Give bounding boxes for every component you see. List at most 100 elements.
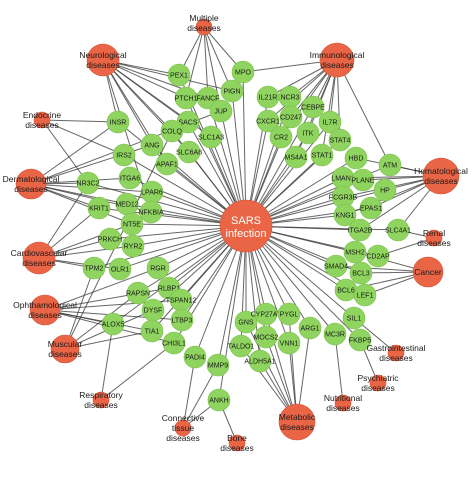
disease-node-circle [174, 419, 192, 437]
disease-label: diseases [48, 349, 82, 359]
disease-label: diseases [424, 176, 458, 186]
gene-node-colq: COLQ [160, 119, 184, 143]
gene-label: NCR3 [280, 95, 299, 102]
edge-mc3r-nutri [334, 333, 344, 404]
gene-label: FKBP5 [349, 338, 371, 345]
gene-label: RGR [150, 266, 166, 273]
gene-label: MPO [235, 70, 252, 77]
gene-label: CR2 [274, 135, 288, 142]
gene-label: JUP [214, 109, 228, 116]
gene-node-circle [323, 322, 347, 346]
disease-node-circle [33, 111, 51, 129]
gene-node-irs2: IRS2 [112, 143, 136, 167]
gene-label: LTBP3 [172, 318, 193, 325]
gene-node-prkch: PRKCH [98, 227, 122, 251]
gene-node-circle [162, 331, 186, 355]
gene-label: ITGA6 [120, 176, 140, 183]
gene-node-jup: JUP [209, 99, 233, 123]
gene-label: FANCF [197, 96, 220, 103]
gene-label: PIGN [223, 89, 240, 96]
disease-label: tissue [172, 423, 194, 433]
gene-node-sil1: SIL1 [342, 306, 366, 330]
gene-label: NR3C2 [77, 181, 100, 188]
gene-label: ALDH5A1 [244, 359, 275, 366]
gene-node-alox5: ALOX5 [101, 312, 124, 336]
gene-label: MSH2 [345, 250, 365, 257]
disease-node-circle [425, 229, 443, 247]
gene-node-circle [378, 153, 402, 177]
gene-label: STAT1 [312, 153, 333, 160]
gene-label: INSR [110, 120, 127, 127]
gene-node-cebpe: CEBPE [301, 95, 325, 119]
gene-label: GNS [238, 320, 254, 327]
disease-label: diseases [326, 403, 360, 413]
gene-node-circle [328, 128, 352, 152]
gene-node-circle [351, 168, 375, 192]
disease-node-circle [22, 241, 56, 275]
gene-node-mc3r: MC3R [323, 322, 347, 346]
gene-label: ITK [303, 131, 314, 138]
gene-label: COLQ [162, 129, 182, 136]
edge-tpm2-muscular [64, 267, 95, 350]
gene-node-circle [140, 133, 164, 157]
gene-node-itga6: ITGA6 [118, 166, 142, 190]
gene-node-circle [155, 152, 179, 176]
gene-label: DYSF [144, 308, 163, 315]
gene-label: CEBPE [301, 105, 325, 112]
gene-label: BCL6 [337, 288, 355, 295]
gene-node-circle [301, 95, 325, 119]
gene-node-circle [140, 319, 164, 343]
gene-node-dysf: DYSF [141, 298, 165, 322]
disease-node-circle [278, 403, 316, 441]
gene-node-il21r: IL21R [256, 85, 280, 109]
gene-node-circle [118, 166, 142, 190]
gene-node-cr2: CR2 [269, 125, 293, 149]
disease-node-circle [50, 334, 80, 364]
gene-label: IRS2 [116, 153, 132, 160]
gene-node-circle [324, 254, 348, 278]
gene-node-circle [146, 256, 170, 280]
disease-label: Metabolic [279, 412, 316, 422]
gene-node-circle [298, 316, 322, 340]
gene-node-circle [76, 171, 100, 195]
disease-label: Ophthamological [13, 300, 77, 310]
gene-node-kng1: KNG1 [333, 203, 357, 227]
gene-label: ANG [144, 143, 159, 150]
gene-node-chi3l1: CHI3L1 [162, 331, 186, 355]
gene-node-mocs2: MOCS2 [254, 325, 279, 349]
gene-node-bcl3: BCL3 [349, 261, 373, 285]
gene-node-stat1: STAT1 [310, 143, 334, 167]
gene-label: IL7R [323, 120, 338, 127]
gene-node-arg1: ARG1 [298, 316, 322, 340]
edge-insr-endo [41, 119, 119, 123]
gene-label: SACS [178, 120, 197, 127]
disease-label: Multiple [189, 13, 219, 23]
gene-node-stat4: STAT4 [328, 128, 352, 152]
gene-node-cxcr1: CXCR1 [256, 109, 280, 133]
disease-label: Endocrine [23, 110, 62, 120]
disease-label: Dermatological [3, 174, 60, 184]
gene-node-fkbp5: FKBP5 [348, 328, 372, 352]
hub-label: infection [226, 228, 267, 240]
gene-node-circle [106, 110, 130, 134]
gene-node-circle [220, 79, 244, 103]
gene-node-ltbp3: LTBP3 [170, 308, 194, 332]
disease-label: diseases [166, 433, 200, 443]
gene-node-nt5e: NT5E [120, 212, 144, 236]
gene-node-circle [87, 196, 111, 220]
gene-node-msh2: MSH2 [343, 240, 367, 264]
edge-padi4-connective [182, 356, 196, 429]
disease-label: Connective [162, 413, 205, 423]
gene-node-circle [373, 178, 397, 202]
gene-node-circle [296, 121, 320, 145]
